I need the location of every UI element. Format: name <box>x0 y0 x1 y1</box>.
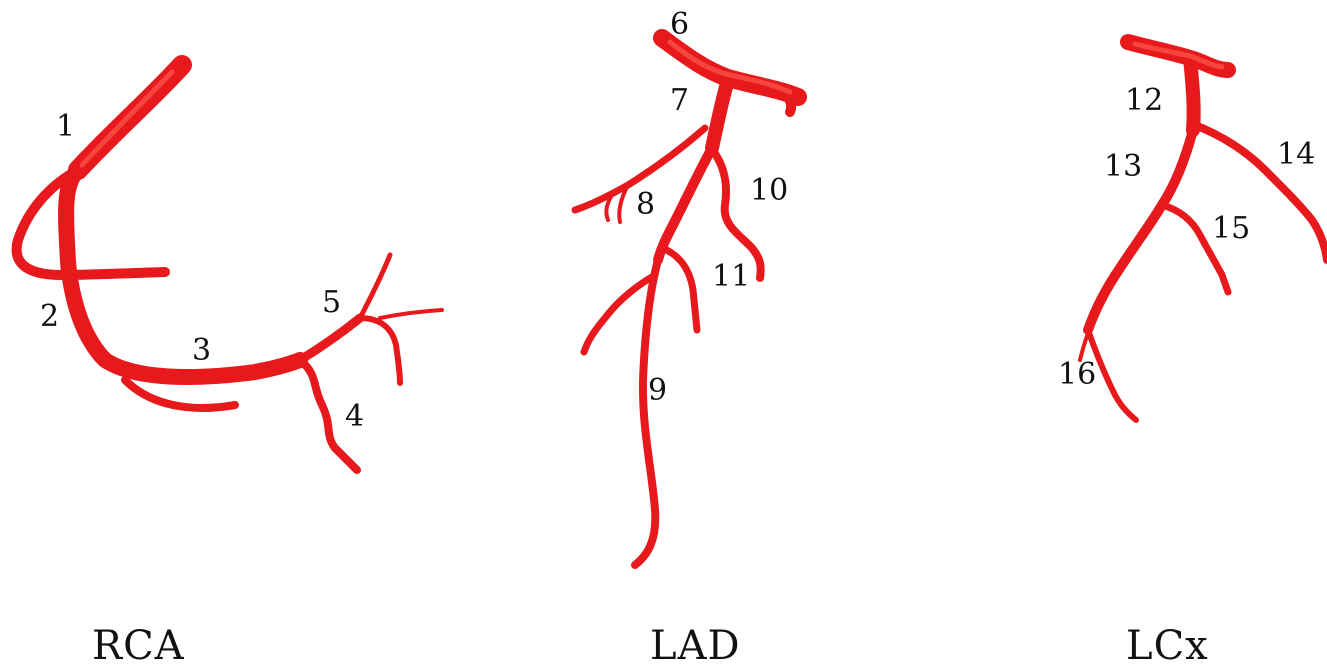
artery-label-rca: RCA <box>92 626 185 666</box>
segment-label-13: 13 <box>1104 152 1142 182</box>
lcx-segment-12-vessel <box>1190 58 1194 130</box>
segment-label-6: 6 <box>670 10 689 40</box>
lad-mid-vessel <box>658 148 712 260</box>
lad-segment-7-vessel <box>712 80 728 148</box>
segment-label-2: 2 <box>40 302 59 332</box>
segment-label-7: 7 <box>670 86 689 116</box>
segment-label-5: 5 <box>322 288 341 318</box>
rca-segment-5-vessel <box>300 318 360 360</box>
lad-segment-9-vessel <box>635 260 658 565</box>
artery-label-lcx: LCx <box>1126 626 1209 666</box>
lad-segment-11-vessel <box>662 248 697 330</box>
segment-label-1: 1 <box>56 112 75 142</box>
segment-label-11: 11 <box>712 262 750 292</box>
rca-branch-right <box>380 310 442 318</box>
segment-label-14: 14 <box>1277 140 1315 170</box>
artery-label-lad: LAD <box>650 626 741 666</box>
segment-label-10: 10 <box>750 176 788 206</box>
segment-label-9: 9 <box>648 376 667 406</box>
segment-label-3: 3 <box>192 336 211 366</box>
rca-vessel-tree <box>17 65 442 470</box>
segment-label-16: 16 <box>1058 360 1096 390</box>
lcx-vessel-tree <box>1080 42 1327 420</box>
segment-label-8: 8 <box>636 190 655 220</box>
segment-label-15: 15 <box>1212 214 1250 244</box>
rca-loop-branch <box>17 170 165 275</box>
rca-branch-down <box>360 318 400 383</box>
lad-main-stub <box>785 92 791 112</box>
rca-branch-up <box>360 255 390 318</box>
segment-label-4: 4 <box>345 402 364 432</box>
rca-highlight <box>82 72 172 165</box>
segment-label-12: 12 <box>1125 86 1163 116</box>
